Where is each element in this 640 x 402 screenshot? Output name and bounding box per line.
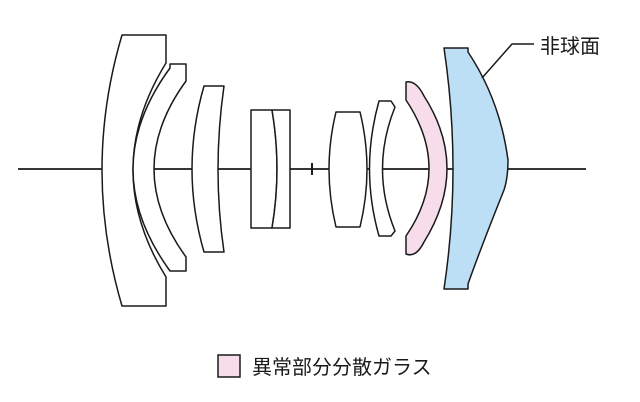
ed-glass-element: [405, 81, 448, 256]
lens-element-1: [101, 34, 167, 307]
aspherical-label: 非球面: [540, 34, 600, 58]
aspherical-element: [443, 47, 509, 290]
legend-swatch-ed-glass: [217, 354, 241, 378]
lens-element-3: [191, 85, 225, 253]
lens-element-2: [132, 63, 187, 272]
lens-element-7: [368, 100, 396, 237]
lens-element-5: [271, 109, 291, 229]
lens-element-4: [250, 109, 278, 229]
legend-label-ed-glass: 異常部分分散ガラス: [252, 355, 432, 379]
lens-element-6: [328, 111, 368, 228]
aspherical-leader-line: [481, 43, 534, 79]
